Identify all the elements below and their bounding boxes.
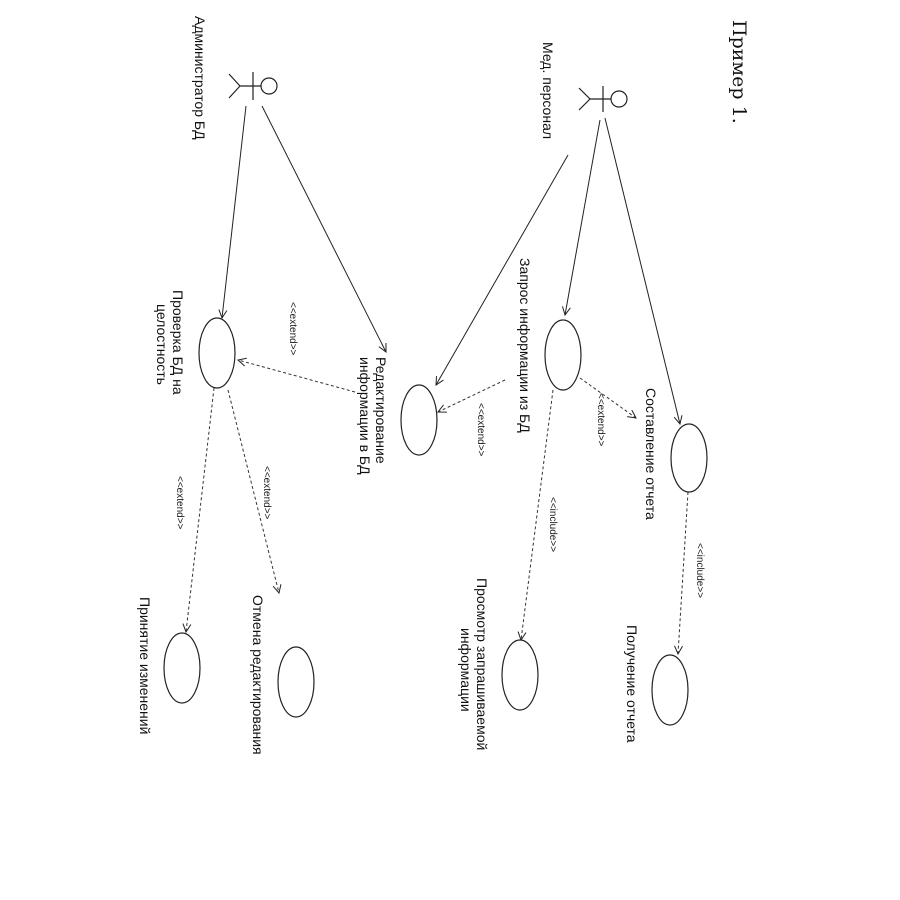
use-case-unlabeled-ellipse [400,384,438,456]
actor-med-personnel-icon [578,86,628,112]
extend-check-accept [186,387,215,632]
use-case-check-label-line2: целостность [154,304,170,385]
stereotype-include-label: <<include>> [694,543,705,598]
stereotype-extend-label: <<extend>> [261,466,272,520]
use-case-accept-ellipse [163,632,201,704]
association-med-unlabeled [436,154,569,385]
use-case-request-ellipse [544,319,582,391]
use-case-request-label: Запрос информации из БД [517,258,533,433]
page-title: Пример 1. [728,20,750,124]
actor-db-admin-icon [228,72,278,100]
use-case-view-label-line2: информации [458,628,474,712]
association-med-report [604,117,680,424]
include-report-get [678,491,689,654]
use-case-report-label: Составление отчета [643,388,659,520]
stereotype-include-label: <<include>> [547,497,558,552]
use-case-check-label-line1: Проверка БД на [170,290,186,395]
association-admin-check [222,105,247,318]
use-case-cancel-label: Отмена редактирования [250,595,266,755]
actor-db-admin-label: Администратор БД [192,16,208,140]
extend-request-unlabeled [438,379,506,412]
extend-edit-check [238,360,356,393]
use-case-check-ellipse [198,317,236,389]
use-case-report-ellipse [670,423,708,493]
extend-check-cancel [227,389,279,593]
use-case-get-report-label: Получение отчета [624,625,640,743]
use-case-edit-label-line2: информации в БД [357,357,373,475]
stereotype-extend-label: <<extend>> [287,302,298,356]
use-case-accept-label: Принятие изменений [137,597,153,734]
stereotype-extend-label: <<extend>> [475,403,486,457]
use-case-view-label-line1: Просмотр запрашиваемой [474,578,490,750]
use-case-view-ellipse [501,639,539,711]
use-case-get-report-ellipse [651,654,689,726]
use-case-cancel-ellipse [277,646,315,718]
extend-request-report [579,377,636,418]
stereotype-extend-label: <<extend>> [595,393,606,447]
actor-med-personnel-label: Мед. персонал [540,42,556,139]
use-case-edit-label-line1: Редактирование [373,357,389,464]
stereotype-extend-label: <<extend>> [174,476,185,530]
include-request-view [521,389,554,640]
association-med-request [565,119,601,315]
association-admin-edit [261,105,386,352]
